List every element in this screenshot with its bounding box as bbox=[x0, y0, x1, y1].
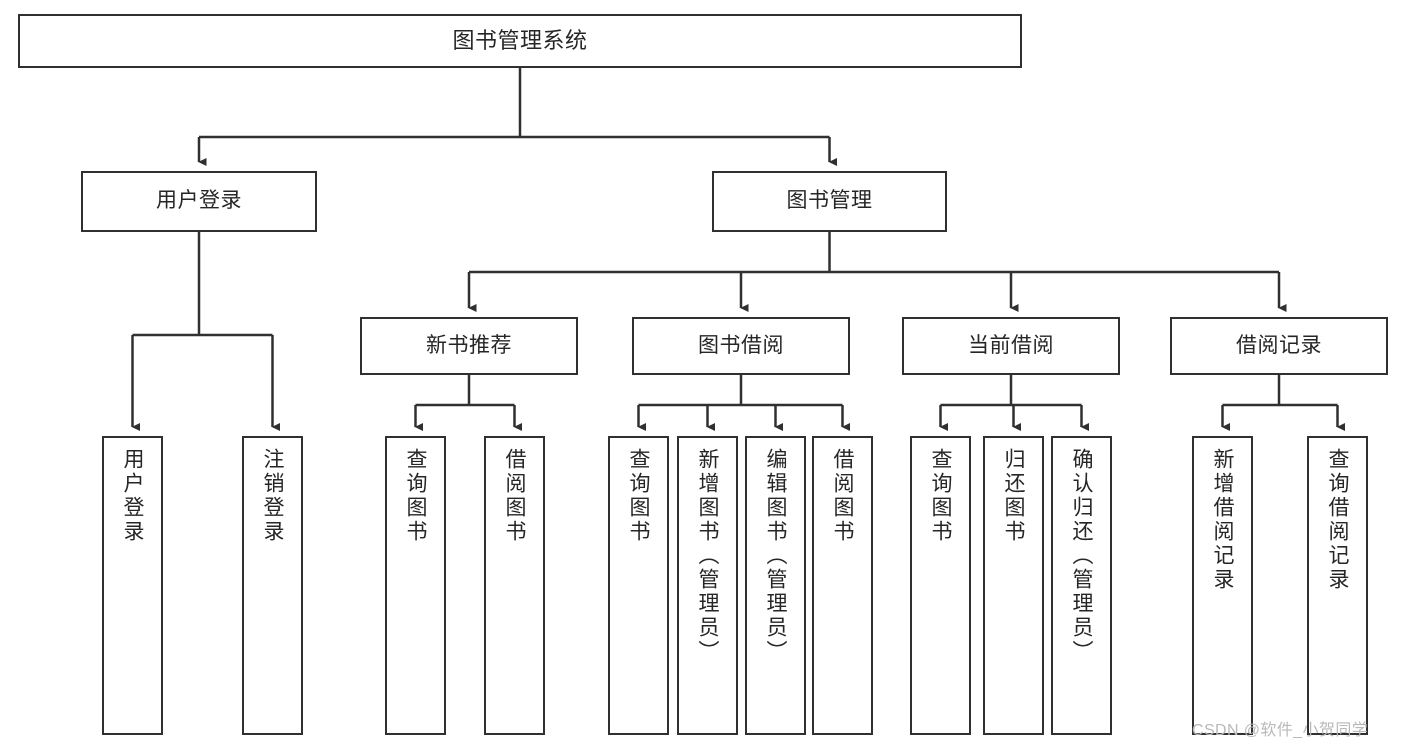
node-book-manage[interactable]: 图书管理 bbox=[712, 171, 947, 232]
node-label: 新增借阅记录 bbox=[1211, 448, 1234, 592]
node-label: 图书管理 bbox=[786, 189, 873, 213]
node-root[interactable]: 图书管理系统 bbox=[18, 14, 1022, 68]
node-leaf-2[interactable]: 注销登录 bbox=[242, 436, 303, 735]
node-leaf-6[interactable]: 新增图书（管理员） bbox=[677, 436, 738, 735]
csdn-watermark: CSDN @软件_小贺同学 bbox=[1192, 722, 1369, 739]
node-label: 图书管理系统 bbox=[452, 28, 588, 54]
node-leaf-10[interactable]: 归还图书 bbox=[983, 436, 1044, 735]
node-label: 新书推荐 bbox=[426, 333, 512, 357]
node-label: 图书借阅 bbox=[698, 333, 784, 357]
node-label: 借阅记录 bbox=[1236, 333, 1322, 357]
node-borrow-record[interactable]: 借阅记录 bbox=[1170, 317, 1388, 375]
node-leaf-1[interactable]: 用户登录 bbox=[102, 436, 163, 735]
node-leaf-8[interactable]: 借阅图书 bbox=[812, 436, 873, 735]
node-label: 编辑图书（管理员） bbox=[764, 448, 787, 664]
node-label: 借阅图书 bbox=[831, 448, 854, 544]
node-label: 查询图书 bbox=[627, 448, 650, 544]
node-label: 确认归还（管理员） bbox=[1070, 448, 1093, 664]
node-leaf-4[interactable]: 借阅图书 bbox=[484, 436, 545, 735]
node-user-login[interactable]: 用户登录 bbox=[81, 171, 317, 232]
node-book-borrow[interactable]: 图书借阅 bbox=[632, 317, 850, 375]
node-label: 查询图书 bbox=[929, 448, 952, 544]
node-leaf-3[interactable]: 查询图书 bbox=[385, 436, 446, 735]
node-label: 借阅图书 bbox=[503, 448, 526, 544]
node-label: 查询借阅记录 bbox=[1326, 448, 1349, 592]
node-label: 归还图书 bbox=[1002, 448, 1025, 544]
node-leaf-5[interactable]: 查询图书 bbox=[608, 436, 669, 735]
node-label: 当前借阅 bbox=[968, 333, 1054, 357]
node-leaf-11[interactable]: 确认归还（管理员） bbox=[1051, 436, 1112, 735]
node-current-borrow[interactable]: 当前借阅 bbox=[902, 317, 1120, 375]
node-leaf-9[interactable]: 查询图书 bbox=[910, 436, 971, 735]
node-label: 用户登录 bbox=[121, 448, 144, 544]
node-new-book-rec[interactable]: 新书推荐 bbox=[360, 317, 578, 375]
node-leaf-13[interactable]: 查询借阅记录 bbox=[1307, 436, 1368, 735]
node-leaf-12[interactable]: 新增借阅记录 bbox=[1192, 436, 1253, 735]
node-label: 查询图书 bbox=[404, 448, 427, 544]
node-leaf-7[interactable]: 编辑图书（管理员） bbox=[745, 436, 806, 735]
node-label: 注销登录 bbox=[261, 448, 284, 544]
node-label: 用户登录 bbox=[156, 189, 242, 213]
node-label: 新增图书（管理员） bbox=[696, 448, 719, 664]
